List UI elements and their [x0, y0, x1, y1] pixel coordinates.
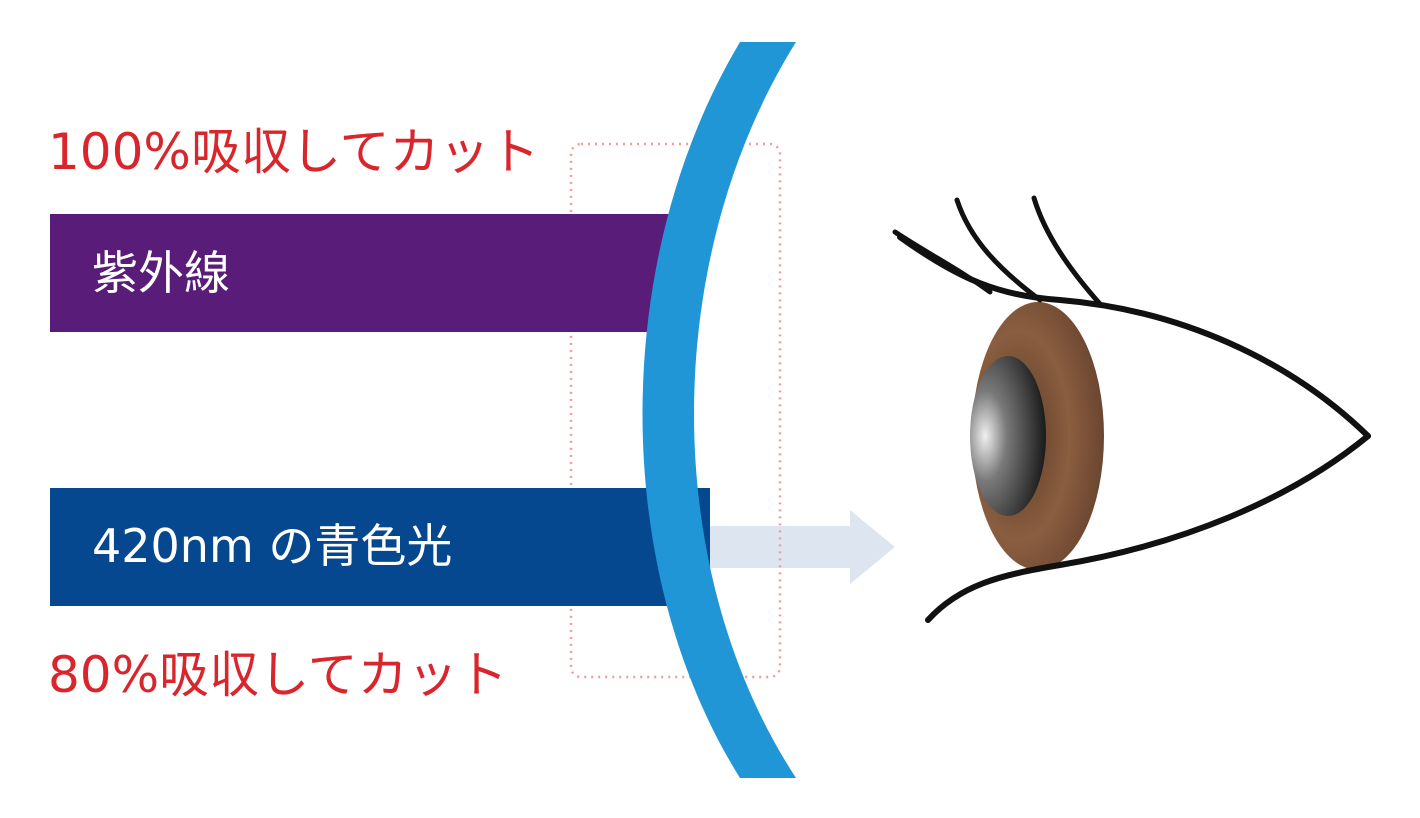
absorption-zone-frame	[569, 142, 782, 679]
absorption-label-bottom: 80%吸収してカット	[48, 646, 508, 704]
blue-light-label: 420nm の青色光	[92, 519, 453, 573]
eye-icon	[892, 195, 1371, 623]
lens-arc-icon	[642, 42, 796, 778]
absorption-label-top: 100%吸収してカット	[48, 123, 540, 181]
blue-light-band: 420nm の青色光	[50, 488, 710, 606]
uv-light-label: 紫外線	[92, 246, 230, 300]
uv-light-band: 紫外線	[50, 214, 690, 332]
arrow-right-icon	[700, 510, 895, 584]
